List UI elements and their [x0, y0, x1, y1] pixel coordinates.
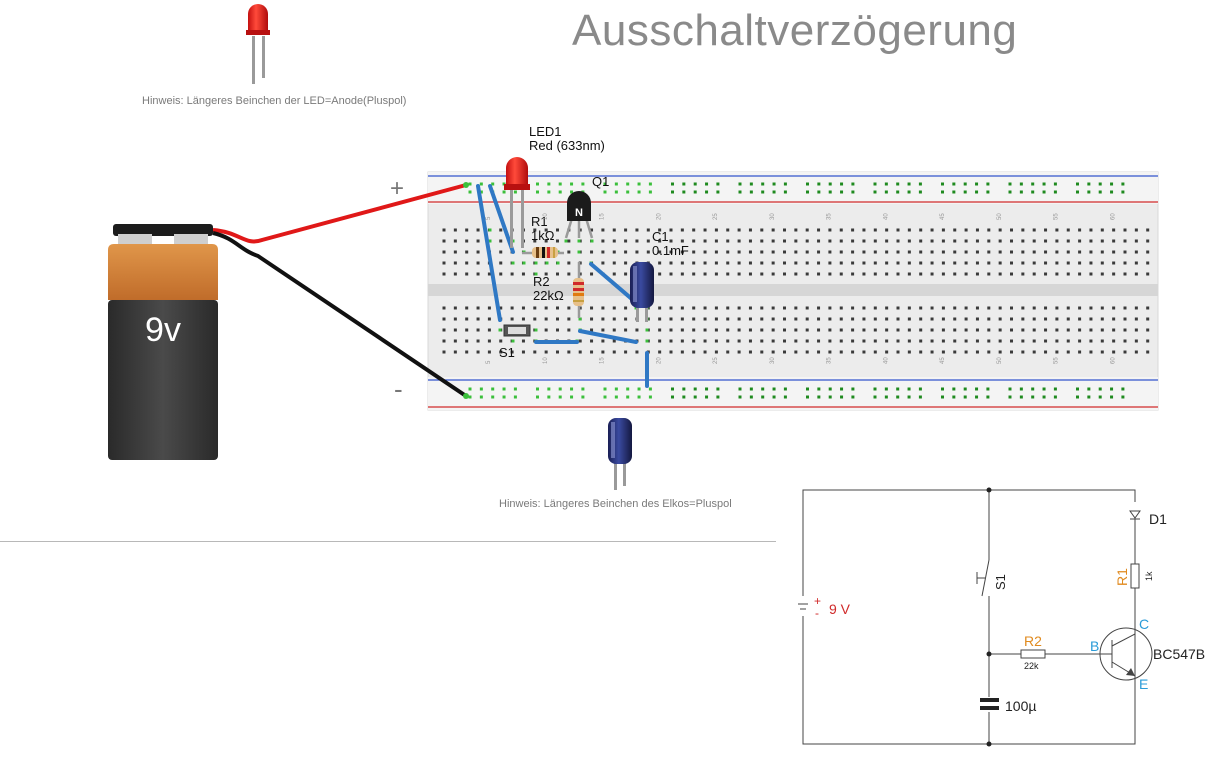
transistor-marking: N	[575, 207, 583, 219]
switch-s1	[503, 324, 531, 337]
schematic-r2-label: R2	[1024, 633, 1042, 649]
breadboard-column-numbers: 5510101515202025253030353540404545505055…	[486, 213, 1116, 364]
r2-name: R2	[533, 274, 550, 289]
resistor-r1	[522, 247, 564, 258]
r1-value: 1kΩ	[531, 228, 555, 243]
led1-name: LED1	[529, 124, 562, 139]
column-number: 25	[713, 357, 719, 364]
column-number: 50	[997, 357, 1003, 364]
schematic-capacitor-label: 100µ	[1005, 698, 1036, 714]
schematic-r1	[1130, 563, 1140, 589]
column-number: 10	[543, 357, 549, 364]
schematic-wires	[802, 489, 1136, 745]
column-number: 5	[486, 216, 492, 220]
battery-minus-wire	[212, 231, 468, 398]
r2-value: 22kΩ	[533, 288, 564, 303]
column-number: 45	[940, 357, 946, 364]
schematic-r1-value: 1k	[1144, 571, 1154, 581]
minus-rail-label: -	[394, 374, 403, 404]
battery-label: 9v	[145, 311, 181, 349]
c1-value: 0.1mF	[652, 243, 689, 258]
r1-name: R1	[531, 214, 548, 229]
schematic-d1-label: D1	[1149, 511, 1167, 527]
led1	[504, 157, 530, 248]
plus-rail-label: +	[390, 175, 404, 202]
page-title: Ausschaltverzögerung	[572, 6, 1018, 55]
capacitor-sample-icon	[608, 418, 632, 490]
column-number: 15	[600, 357, 606, 364]
schematic-capacitor	[980, 698, 999, 710]
schematic-transistor-type: BC547B	[1153, 646, 1205, 662]
column-number: 20	[656, 213, 662, 220]
schematic-r2	[1020, 649, 1046, 659]
column-number: 55	[1054, 357, 1060, 364]
breadboard	[427, 171, 1159, 411]
column-number: 45	[940, 213, 946, 220]
column-number: 5	[486, 360, 492, 364]
led-sample-icon	[246, 4, 270, 84]
column-number: 40	[883, 357, 889, 364]
schematic-collector-label: C	[1139, 616, 1149, 632]
column-number: 40	[883, 213, 889, 220]
column-number: 15	[600, 213, 606, 220]
schematic-base-label: B	[1090, 638, 1099, 654]
supply-plus: +	[814, 594, 821, 608]
column-number: 55	[1054, 213, 1060, 220]
resistor-r2	[573, 262, 584, 318]
column-number: 20	[656, 357, 662, 364]
capacitor-c1	[630, 262, 654, 322]
column-number: 25	[713, 213, 719, 220]
schematic-led-d1	[1128, 502, 1142, 564]
column-number: 60	[1110, 357, 1116, 364]
schematic-r2-value: 22k	[1024, 661, 1039, 671]
supply-voltage: 9 V	[829, 601, 851, 617]
s1-name: S1	[499, 345, 515, 360]
q1-name: Q1	[592, 174, 609, 189]
schematic-r1-label: R1	[1114, 568, 1130, 586]
column-number: 60	[1110, 213, 1116, 220]
column-number: 10	[543, 213, 549, 220]
divider-line	[0, 541, 776, 542]
schematic-switch-s1	[976, 559, 990, 597]
battery-plus-wire	[212, 183, 467, 244]
led1-value: Red (633nm)	[529, 138, 605, 153]
column-number: 35	[827, 213, 833, 220]
column-number: 30	[770, 357, 776, 364]
capacitor-hint: Hinweis: Längeres Beinchen des Elkos=Plu…	[499, 498, 732, 510]
column-number: 50	[997, 213, 1003, 220]
jumper-wires	[476, 184, 649, 388]
column-number: 35	[827, 357, 833, 364]
c1-name: C1	[652, 229, 669, 244]
transistor-q1: N	[564, 191, 594, 239]
led-hint: Hinweis: Längeres Beinchen der LED=Anode…	[142, 95, 407, 107]
schematic-emitter-label: E	[1139, 676, 1148, 692]
schematic-s1-label: S1	[993, 574, 1008, 590]
column-number: 30	[770, 213, 776, 220]
battery-9v: 9v	[108, 224, 218, 460]
supply-minus: -	[815, 606, 819, 620]
